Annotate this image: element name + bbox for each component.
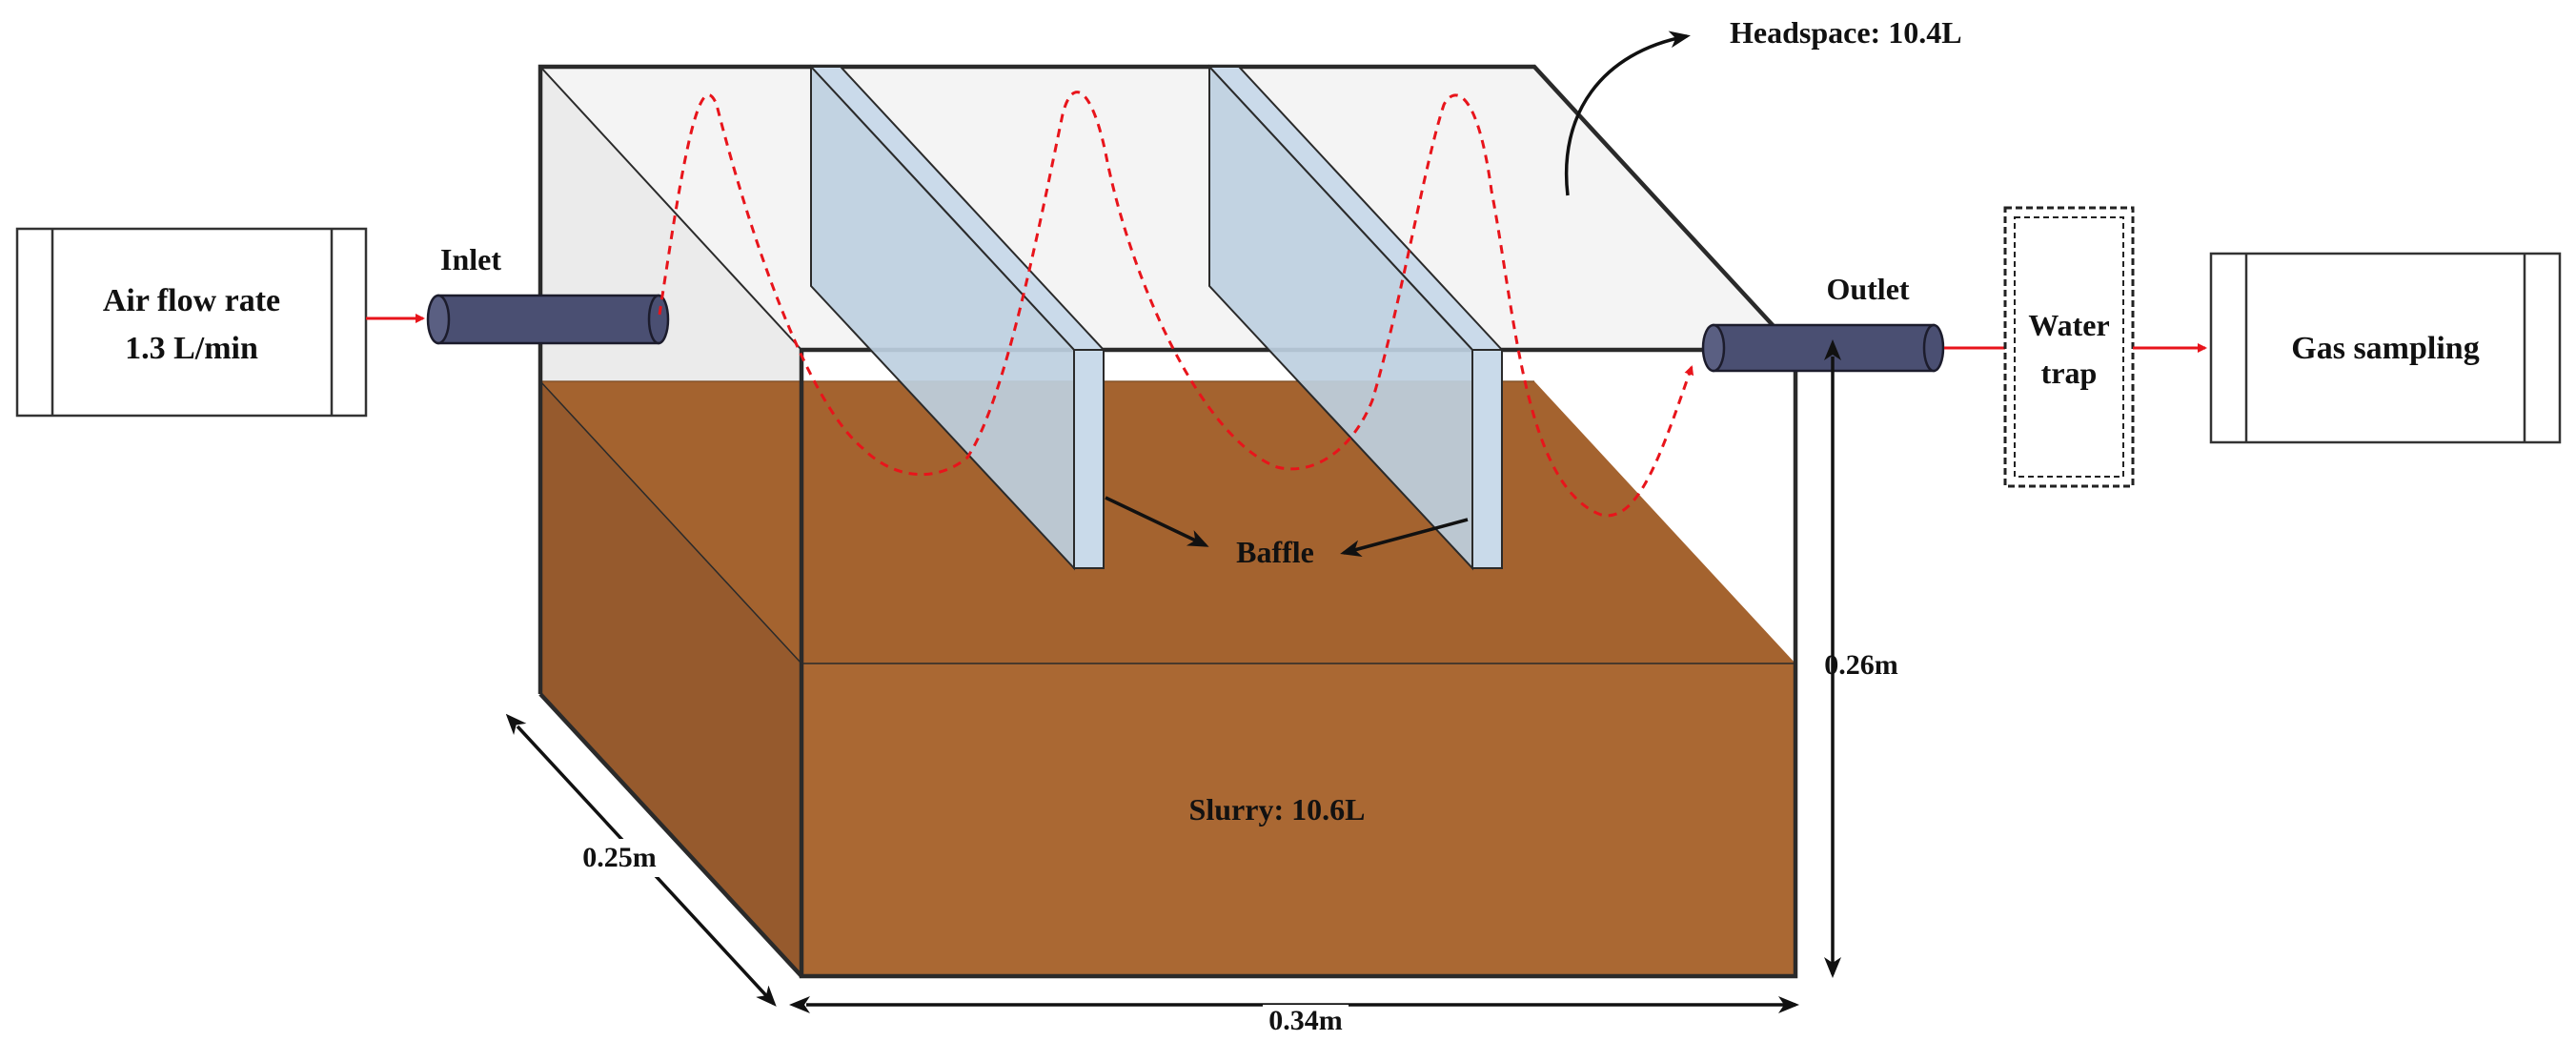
water-trap-label-2: trap [2041, 356, 2098, 390]
air-flow-value: 1.3 L/min [125, 331, 258, 366]
headspace-label: Headspace: 10.4L [1730, 15, 1962, 50]
reactor-tank [538, 64, 1798, 979]
baffle-1 [808, 64, 1106, 571]
height-dimension-label: 0.26m [1824, 649, 1898, 681]
baffle-arrow-right [1340, 518, 1469, 558]
outlet-pipe [1701, 323, 1945, 373]
headspace-pointer-arrow [1564, 31, 1691, 196]
water-trap-box: Water trap [2003, 206, 2135, 488]
baffle-label: Baffle [1236, 535, 1314, 569]
air-flow-path [658, 91, 1694, 518]
water-trap-label-1: Water [2028, 308, 2109, 342]
inlet-pipe [426, 294, 670, 345]
outlet-label: Outlet [1826, 272, 1909, 306]
gas-sampling-box: Gas sampling [2209, 252, 2562, 444]
baffle-arrow-left [1105, 496, 1209, 547]
depth-dimension-label: 0.25m [582, 842, 657, 873]
slurry-front-face [801, 663, 1795, 976]
slurry-label: Slurry: 10.6L [1189, 792, 1366, 827]
gas-sampling-label: Gas sampling [2291, 331, 2479, 366]
air-flow-box: Air flow rate 1.3 L/min [15, 227, 368, 418]
width-dimension-label: 0.34m [1268, 1005, 1343, 1036]
baffle-2 [1207, 64, 1505, 571]
inlet-label: Inlet [440, 242, 501, 276]
air-flow-label: Air flow rate [103, 283, 280, 318]
